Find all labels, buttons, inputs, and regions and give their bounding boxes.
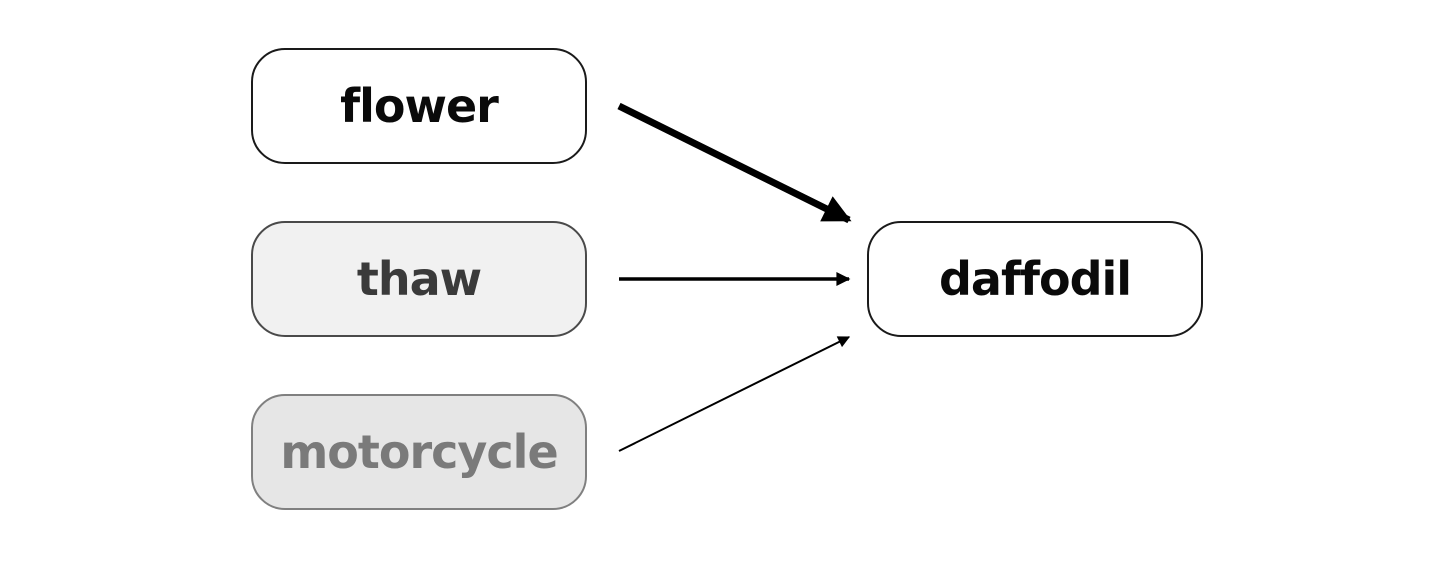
node-label-thaw: thaw bbox=[356, 252, 482, 306]
node-motorcycle: motorcycle bbox=[251, 394, 587, 510]
node-label-flower: flower bbox=[340, 79, 499, 133]
node-label-daffodil: daffodil bbox=[938, 252, 1132, 306]
node-thaw: thaw bbox=[251, 221, 587, 337]
arrow-flower-to-daffodil bbox=[617, 102, 852, 224]
node-daffodil: daffodil bbox=[867, 221, 1203, 337]
node-label-motorcycle: motorcycle bbox=[280, 425, 558, 479]
node-flower: flower bbox=[251, 48, 587, 164]
arrow-motorcycle-to-daffodil bbox=[618, 336, 851, 452]
